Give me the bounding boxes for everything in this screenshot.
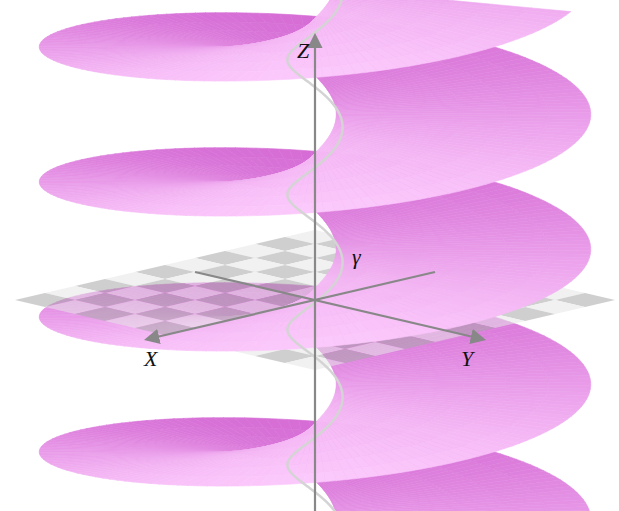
surface-patch [303, 473, 314, 484]
surface-patch [548, 382, 590, 385]
surface-patch [305, 463, 314, 474]
surface-patch [506, 382, 548, 385]
surface-patch [548, 379, 591, 383]
